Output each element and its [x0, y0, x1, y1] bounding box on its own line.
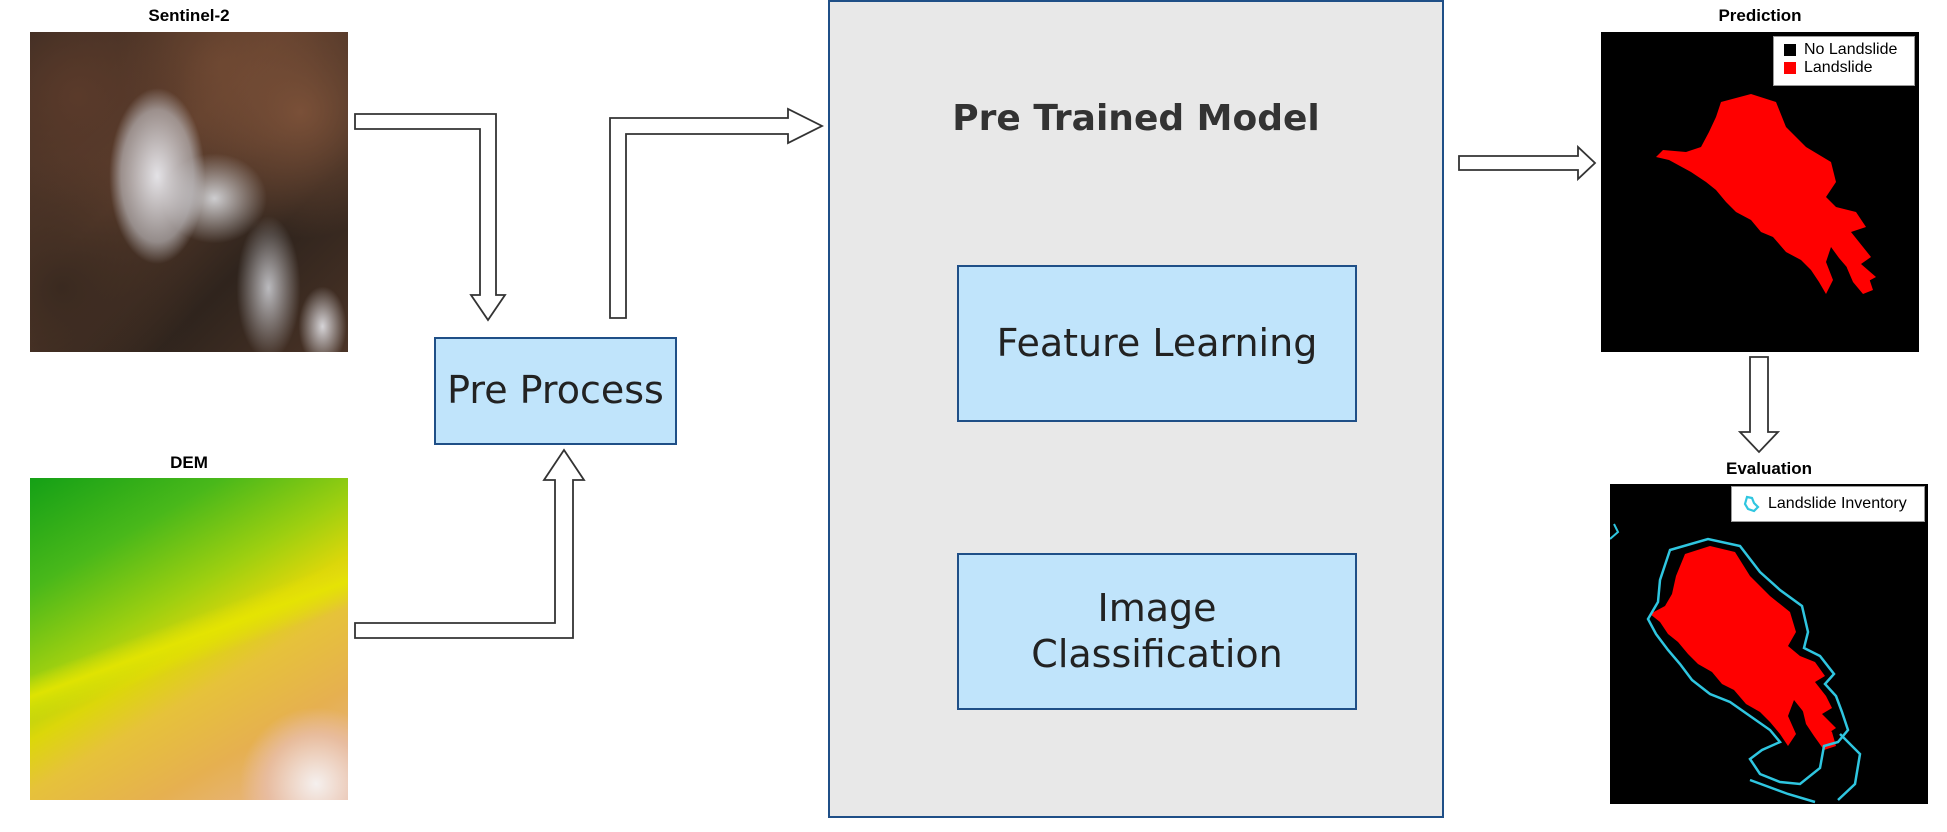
evaluation-map	[1610, 484, 1928, 804]
landslide-swatch	[1784, 62, 1796, 74]
prediction-title: Prediction	[1718, 6, 1802, 25]
legend-label-landslide: Landslide	[1804, 59, 1873, 76]
evaluation-title: Evaluation	[1726, 459, 1812, 478]
image-classification-label-line1: Image	[1097, 585, 1217, 630]
legend-item-landslide-inventory: Landslide Inventory	[1742, 495, 1914, 513]
arrow-dem-to-preprocess	[354, 448, 586, 639]
legend-item-no-landslide: No Landslide	[1784, 41, 1904, 59]
arrow-model-to-prediction	[1458, 144, 1597, 182]
sentinel-image	[30, 32, 348, 352]
arrow-sentinel-to-preprocess	[354, 113, 507, 322]
image-classification-label-line2: Classification	[1031, 631, 1283, 676]
feature-learning-box: Feature Learning	[957, 265, 1357, 422]
arrow-prediction-to-evaluation	[1737, 356, 1781, 454]
no-landslide-swatch	[1784, 44, 1796, 56]
prediction-legend: No Landslide Landslide	[1773, 36, 1915, 86]
model-title: Pre Trained Model	[952, 98, 1320, 139]
preprocess-label: Pre Process	[447, 368, 664, 413]
legend-label-no-landslide: No Landslide	[1804, 41, 1898, 58]
feature-learning-label: Feature Learning	[996, 320, 1318, 365]
inventory-outline-icon	[1743, 495, 1760, 513]
legend-item-landslide: Landslide	[1784, 59, 1904, 77]
dem-image	[30, 478, 348, 800]
dem-title: DEM	[170, 453, 208, 472]
legend-label-landslide-inventory: Landslide Inventory	[1768, 495, 1907, 512]
evaluation-overlay	[1610, 523, 1862, 804]
sentinel-title: Sentinel-2	[148, 6, 230, 25]
arrow-preprocess-to-model	[609, 107, 825, 319]
preprocess-box: Pre Process	[434, 337, 677, 445]
prediction-landslide-mask	[1656, 94, 1876, 294]
image-classification-box: Image Classification	[957, 553, 1357, 710]
evaluation-legend: Landslide Inventory	[1731, 486, 1925, 522]
